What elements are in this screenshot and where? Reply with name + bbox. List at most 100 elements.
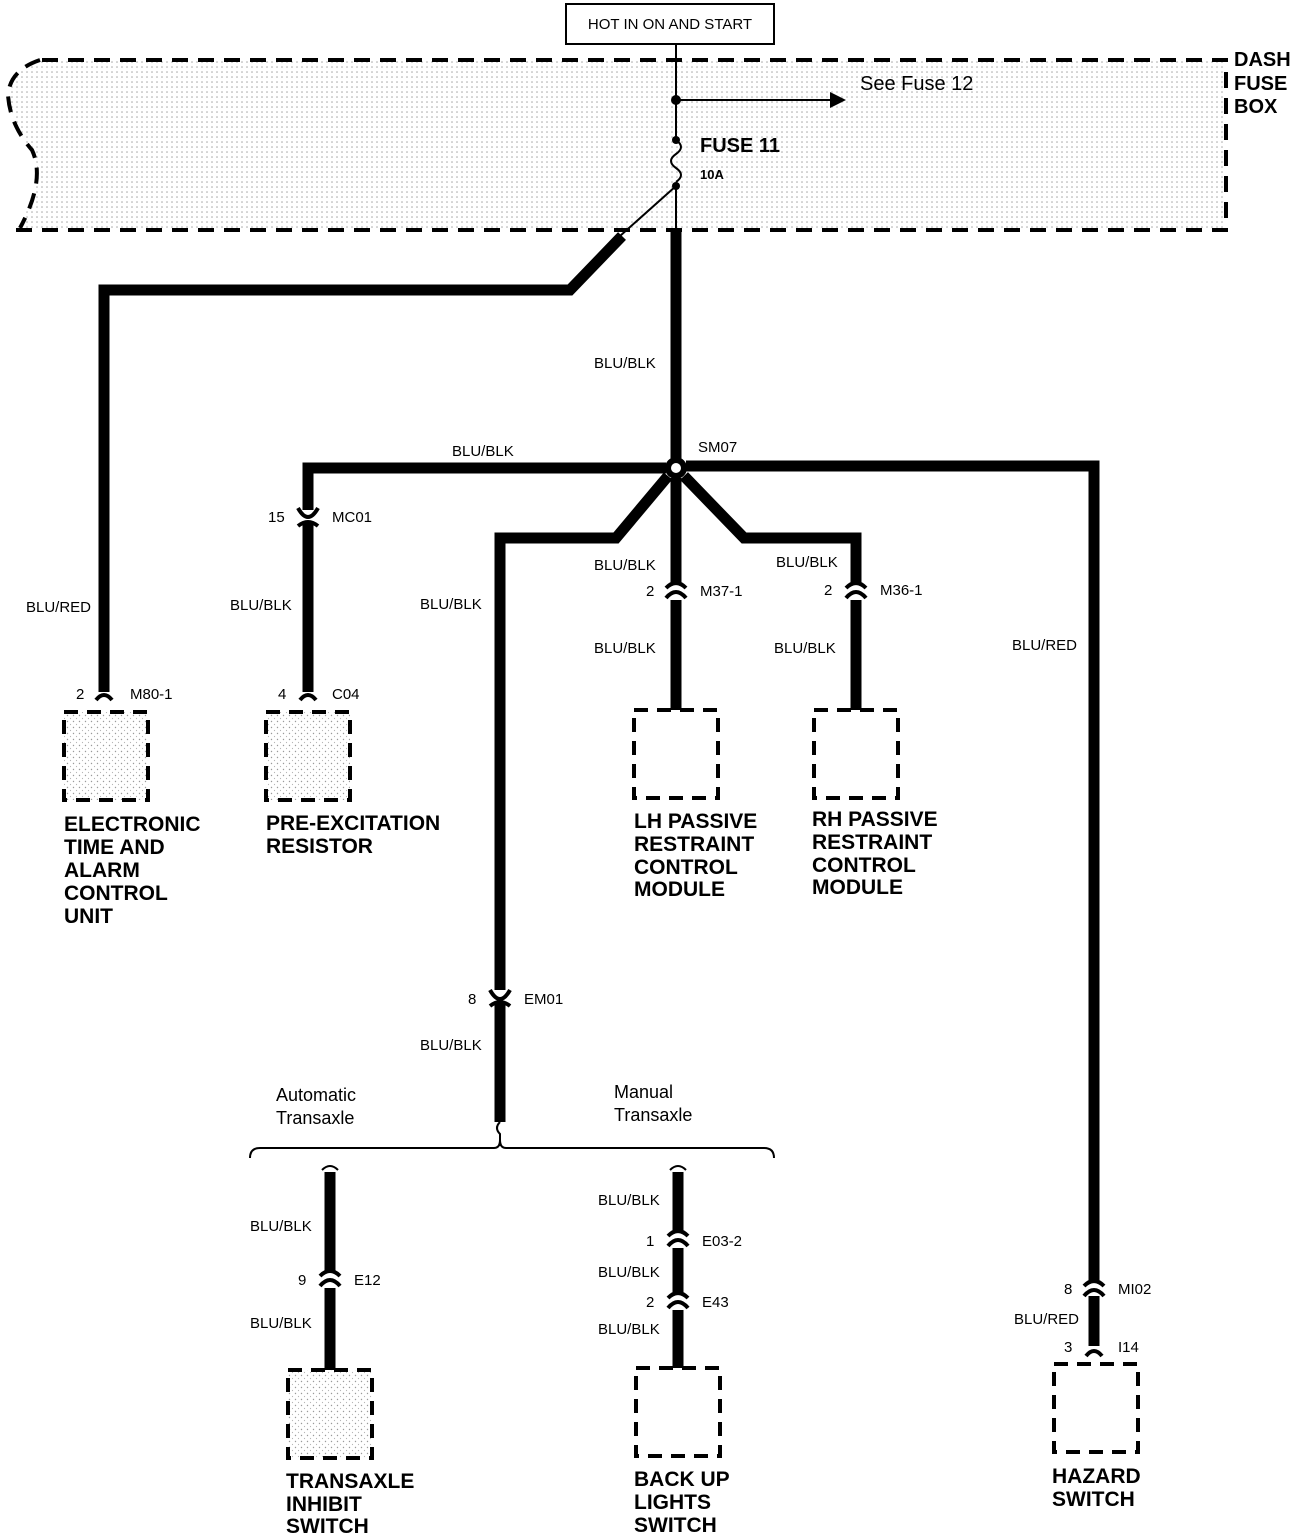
connector-m36: 2 M36-1 — [824, 581, 923, 600]
wire-pre-excitation: BLU/BLK BLU/BLK — [230, 443, 666, 692]
connector-pin: 2 — [646, 583, 654, 600]
wire-color-pre-exc: BLU/BLK — [230, 597, 292, 614]
component-label: LH PASSIVE — [634, 810, 757, 833]
component-pre-excitation-resistor: PRE-EXCITATION RESISTOR — [264, 710, 440, 858]
connector-pin: 3 — [1064, 1339, 1072, 1356]
wire-color-lh-top: BLU/BLK — [594, 557, 656, 574]
component-label: MODULE — [812, 876, 903, 899]
connector-name: E43 — [702, 1294, 729, 1311]
connector-name: M37-1 — [700, 583, 743, 600]
wire-color-backup-3: BLU/BLK — [598, 1321, 660, 1338]
component-etacu: ELECTRONIC TIME AND ALARM CONTROL UNIT — [62, 710, 201, 928]
wire-hazard: BLU/RED BLU/RED — [686, 460, 1100, 1346]
wire-etacu: BLU/RED — [26, 232, 626, 692]
wire-transaxle-trunk: BLU/BLK BLU/BLK — [420, 472, 673, 1122]
connector-pin: 4 — [278, 686, 286, 703]
fuse-box-title-1: DASH — [1234, 49, 1291, 71]
wire-lh-prcm: BLU/BLK BLU/BLK — [594, 478, 682, 710]
connector-name: I14 — [1118, 1339, 1139, 1356]
connector-e43: 2 E43 — [646, 1291, 729, 1311]
connector-name: C04 — [332, 686, 360, 703]
manual-label-2: Transaxle — [614, 1105, 692, 1125]
see-fuse-12-label: See Fuse 12 — [860, 73, 973, 95]
component-label: SWITCH — [1052, 1488, 1135, 1511]
component-label: UNIT — [64, 905, 113, 928]
wire-color-main: BLU/BLK — [594, 355, 656, 372]
wire-inhibit: BLU/BLK BLU/BLK — [250, 1165, 339, 1370]
component-label: CONTROL — [634, 856, 738, 879]
connector-pin: 1 — [646, 1233, 654, 1250]
component-label: SWITCH — [286, 1515, 369, 1538]
component-transaxle-inhibit-switch: TRANSAXLE INHIBIT SWITCH — [286, 1368, 414, 1538]
power-source-label: HOT IN ON AND START — [588, 16, 752, 33]
connector-name: EM01 — [524, 991, 563, 1008]
connector-c04: 4 C04 — [278, 686, 360, 703]
wire-color-trunk: BLU/BLK — [420, 596, 482, 613]
component-label: SWITCH — [634, 1514, 717, 1537]
component-label: PRE-EXCITATION — [266, 812, 440, 835]
connector-em01: 8 EM01 — [468, 988, 563, 1008]
component-label: TIME AND — [64, 836, 165, 859]
component-hazard-switch: HAZARD SWITCH — [1052, 1362, 1141, 1511]
fuse-box-title-2: FUSE — [1234, 73, 1287, 95]
connector-name: M80-1 — [130, 686, 173, 703]
wire-color-lh: BLU/BLK — [594, 640, 656, 657]
connector-name: E12 — [354, 1272, 381, 1289]
wire-backup: BLU/BLK BLU/BLK BLU/BLK — [598, 1165, 687, 1370]
component-label: CONTROL — [64, 882, 168, 905]
component-label: RESTRAINT — [634, 833, 754, 856]
component-label: TRANSAXLE — [286, 1470, 414, 1493]
automatic-label-2: Transaxle — [276, 1108, 354, 1128]
wire-color-rh-top: BLU/BLK — [776, 554, 838, 571]
connector-name: M36-1 — [880, 582, 923, 599]
component-label: CONTROL — [812, 854, 916, 877]
wire-color-backup-1: BLU/BLK — [598, 1192, 660, 1209]
connector-mc01: 15 MC01 — [268, 506, 372, 528]
splice-sm07: SM07 — [665, 439, 737, 479]
component-label: BACK UP — [634, 1468, 730, 1491]
fuse-box-title-3: BOX — [1234, 96, 1278, 118]
fuse-11: See Fuse 12 FUSE 11 10A — [619, 44, 973, 237]
component-label: LIGHTS — [634, 1491, 711, 1514]
splice-name: SM07 — [698, 439, 737, 456]
connector-pin: 8 — [468, 991, 476, 1008]
wire-color-hazard: BLU/RED — [1012, 637, 1077, 654]
connector-pin: 2 — [646, 1294, 654, 1311]
transaxle-bracket: Automatic Transaxle Manual Transaxle — [249, 1082, 775, 1159]
component-label: HAZARD — [1052, 1465, 1141, 1488]
manual-label-1: Manual — [614, 1082, 673, 1102]
wire-color-etacu: BLU/RED — [26, 599, 91, 616]
component-lh-prcm: LH PASSIVE RESTRAINT CONTROL MODULE — [632, 708, 757, 901]
wire-color-trunk-lower: BLU/BLK — [420, 1037, 482, 1054]
wire-color-backup-2: BLU/BLK — [598, 1264, 660, 1281]
connector-pin: 8 — [1064, 1281, 1072, 1298]
connector-i14: 3 I14 — [1064, 1339, 1139, 1358]
component-label: INHIBIT — [286, 1493, 362, 1516]
wire-color-hazard-lower: BLU/RED — [1014, 1311, 1079, 1328]
fuse-rating: 10A — [700, 167, 724, 182]
component-label: RESISTOR — [266, 835, 373, 858]
fuse-name: FUSE 11 — [700, 135, 780, 157]
connector-pin: 2 — [824, 582, 832, 599]
connector-name: MI02 — [1118, 1281, 1151, 1298]
wire-color-inhibit-top: BLU/BLK — [250, 1218, 312, 1235]
component-label: ALARM — [64, 859, 140, 882]
connector-name: MC01 — [332, 509, 372, 526]
component-label: RH PASSIVE — [812, 808, 938, 831]
connector-pin: 9 — [298, 1272, 306, 1289]
arrow-right-icon — [830, 92, 846, 108]
wire-main-feed: BLU/BLK — [594, 232, 682, 466]
connector-pin: 15 — [268, 509, 285, 526]
connector-name: E03-2 — [702, 1233, 742, 1250]
component-label: ELECTRONIC — [64, 813, 201, 836]
connector-m80: 2 M80-1 — [76, 686, 173, 703]
component-back-up-lights-switch: BACK UP LIGHTS SWITCH — [634, 1366, 730, 1537]
connector-e12: 9 E12 — [298, 1269, 381, 1289]
connector-pin: 2 — [76, 686, 84, 703]
connector-m37: 2 M37-1 — [646, 581, 743, 600]
connector-mi02: 8 MI02 — [1064, 1279, 1151, 1298]
power-source: HOT IN ON AND START — [565, 3, 775, 45]
component-label: MODULE — [634, 878, 725, 901]
automatic-label-1: Automatic — [276, 1085, 356, 1105]
